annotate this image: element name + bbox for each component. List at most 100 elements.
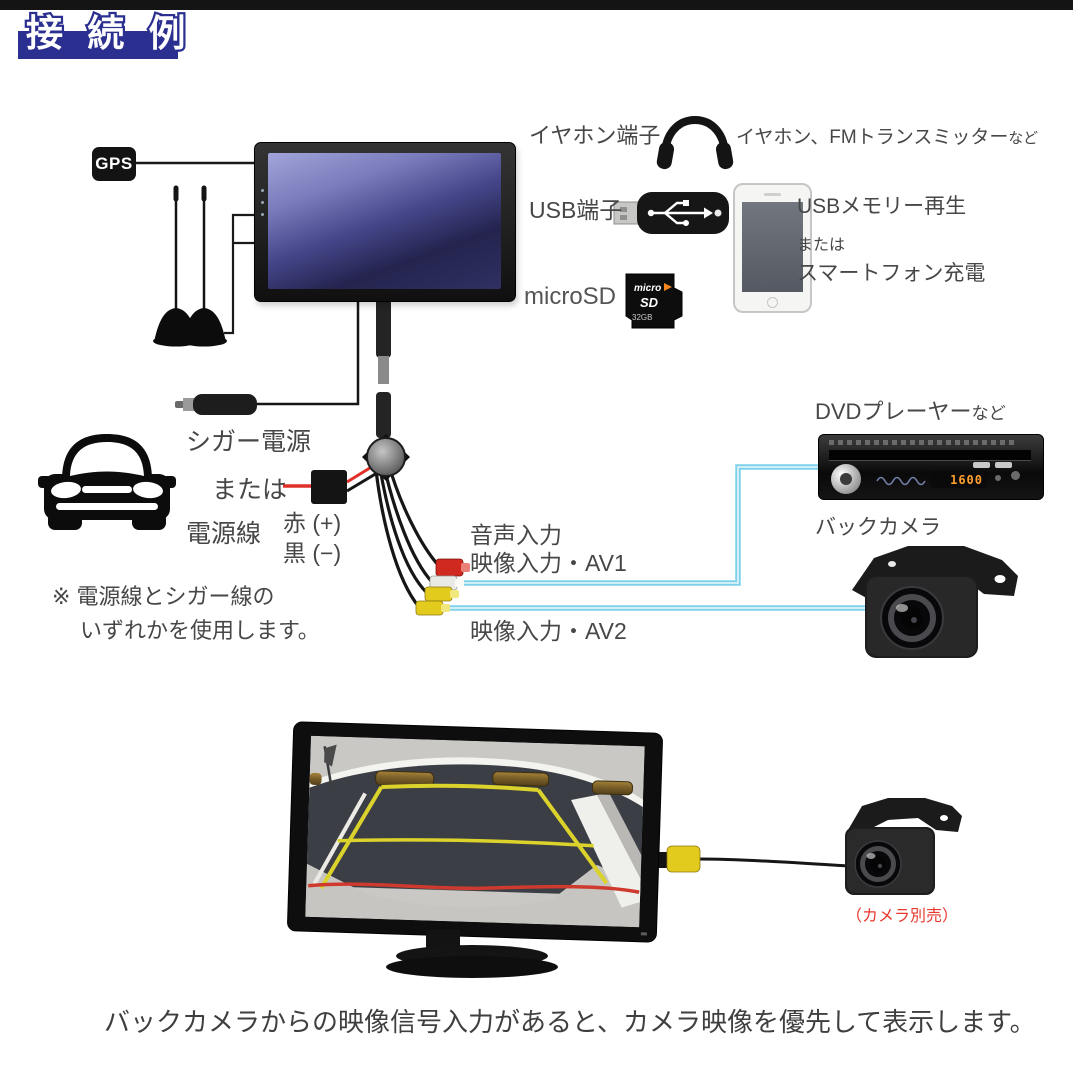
rear-camera-view xyxy=(305,735,645,928)
dvd-player-label: DVDプレーヤーなど xyxy=(815,399,1006,424)
distance-warning-line xyxy=(308,882,640,894)
cigarette-plug-icon xyxy=(175,394,257,415)
rca-plug-white xyxy=(429,575,464,591)
monitor-cable xyxy=(376,298,391,438)
page-title: 接 続 例 xyxy=(24,11,193,57)
usb-port-text: USB端子 xyxy=(529,197,623,223)
card-sd-text: SD xyxy=(640,295,659,310)
microsd-card-icon: micro SD 32GB xyxy=(625,273,683,329)
back-camera-bottom-icon xyxy=(845,798,962,895)
headphones-icon xyxy=(656,115,734,170)
video-input-av2-text: 映像入力・AV2 xyxy=(470,618,627,644)
power-note2-text: いずれかを使用します。 xyxy=(80,618,320,643)
monitor-logo-dot xyxy=(640,932,647,936)
earphone-devices-label: イヤホン、FMトランスミッターなど xyxy=(736,127,1038,149)
video-input-av1-label: 映像入力・AV1 xyxy=(470,550,627,576)
bottom-caption: バックカメラからの映像信号入力があると、カメラ映像を優先して表示します。 xyxy=(104,1007,1036,1038)
back-camera-icon xyxy=(852,546,1018,658)
cigar-power-text: シガー電源 xyxy=(186,428,312,456)
monitor-indicator-dot xyxy=(261,201,264,204)
rca-plug-yellow-2 xyxy=(415,600,450,616)
usb-usage2-label: スマートフォン充電 xyxy=(797,262,985,286)
monitor-indicator-dot xyxy=(261,213,264,216)
video-input-av2-label: 映像入力・AV2 xyxy=(470,618,627,644)
camera-sold-separately-note: （カメラ別売） xyxy=(846,908,958,926)
cigar-cord-line xyxy=(257,300,360,406)
rca-plug-red xyxy=(435,558,470,577)
dvd-display-value: 1600 xyxy=(950,472,983,487)
dvd-display: 1600 xyxy=(931,471,987,488)
dvd-button-row xyxy=(829,440,1014,445)
bottom-caption-text: バックカメラからの映像信号入力があると、カメラ映像を優先して表示します。 xyxy=(104,1007,1036,1037)
back-camera-label: バックカメラ xyxy=(815,516,941,540)
dvd-disc-slot xyxy=(829,450,1031,461)
main-monitor-screen xyxy=(268,153,501,289)
speed-bump xyxy=(492,771,550,787)
earphone-port-text: イヤホン端子 xyxy=(529,123,661,148)
usb-drive-icon xyxy=(613,192,729,234)
usb-or-text: または xyxy=(797,237,846,254)
title-banner xyxy=(18,31,178,59)
usb-usage1-label: USBメモリー再生 xyxy=(797,195,966,219)
power-or-label: または xyxy=(212,476,287,505)
page-title-text: 接 続 例 xyxy=(26,13,193,54)
camera-note-text: （カメラ別売） xyxy=(846,908,959,925)
usb-usage1-text: USBメモリー再生 xyxy=(797,195,967,218)
dvd-button xyxy=(995,462,1012,468)
power-note-line1: ※ 電源線とシガー線の xyxy=(52,584,275,609)
harness-hub-connector xyxy=(362,434,410,481)
usb-usage2-text: スマートフォン充電 xyxy=(797,262,986,285)
microsd-port-text: microSD xyxy=(524,283,617,310)
dvd-player-suffix: など xyxy=(971,403,1006,423)
power-cable-text: 電源線 xyxy=(186,520,262,548)
rear-view-monitor xyxy=(286,721,664,943)
parking-guide-lines xyxy=(308,783,640,894)
dvd-button-dot xyxy=(995,475,1001,481)
dvd-button-dot xyxy=(1011,471,1020,480)
power-adapter-box xyxy=(311,470,347,504)
gps-antenna-badge: GPS xyxy=(92,147,136,181)
car-icon xyxy=(38,434,176,530)
speed-bump xyxy=(591,780,633,796)
black-wire-text: 黒 (−) xyxy=(283,540,342,566)
top-black-bar xyxy=(0,0,1073,10)
earphone-devices-text: イヤホン、FMトランスミッター xyxy=(736,127,1009,148)
back-camera-text: バックカメラ xyxy=(815,516,941,539)
antenna-cable-line xyxy=(224,213,256,335)
card-capacity-text: 32GB xyxy=(632,313,652,322)
gps-badge-label: GPS xyxy=(95,154,133,173)
av-harness-cables xyxy=(374,461,441,609)
tv-antenna-icon xyxy=(153,185,227,347)
black-wire-label: 黒 (−) xyxy=(283,540,341,566)
power-note-line2: いずれかを使用します。 xyxy=(80,618,320,643)
dvd-button xyxy=(973,462,990,468)
phone-screen xyxy=(742,202,803,292)
main-monitor xyxy=(254,142,516,302)
card-brand-text: micro xyxy=(634,283,661,294)
audio-input-text: 音声入力 xyxy=(470,522,562,548)
red-wire-text: 赤 (+) xyxy=(283,510,342,536)
cigar-power-label: シガー電源 xyxy=(186,428,311,457)
power-cable-wires xyxy=(283,461,383,504)
usb-port-label: USB端子 xyxy=(529,197,622,223)
rca-plug-yellow-1 xyxy=(424,586,459,602)
audio-input-label: 音声入力 xyxy=(470,522,562,548)
camera-cable-line xyxy=(698,857,849,868)
smartphone-icon xyxy=(733,183,812,313)
video-input-av1-text: 映像入力・AV1 xyxy=(470,550,627,576)
monitor-stand-base xyxy=(386,956,558,978)
phone-home-button xyxy=(767,297,778,308)
dvd-player-text: DVDプレーヤー xyxy=(815,399,972,424)
speed-bump xyxy=(309,772,322,786)
earphone-devices-suffix: など xyxy=(1008,131,1038,147)
power-note1-text: ※ 電源線とシガー線の xyxy=(52,584,275,609)
usb-or-label: または xyxy=(797,237,845,255)
earphone-port-label: イヤホン端子 xyxy=(529,123,660,148)
dvd-eq-graphic xyxy=(876,476,926,486)
power-or-text: または xyxy=(212,476,288,504)
monitor-indicator-dot xyxy=(261,189,264,192)
dvd-player-icon: 1600 xyxy=(818,434,1044,500)
dvd-volume-knob xyxy=(831,464,861,494)
microsd-port-label: microSD xyxy=(524,283,616,311)
